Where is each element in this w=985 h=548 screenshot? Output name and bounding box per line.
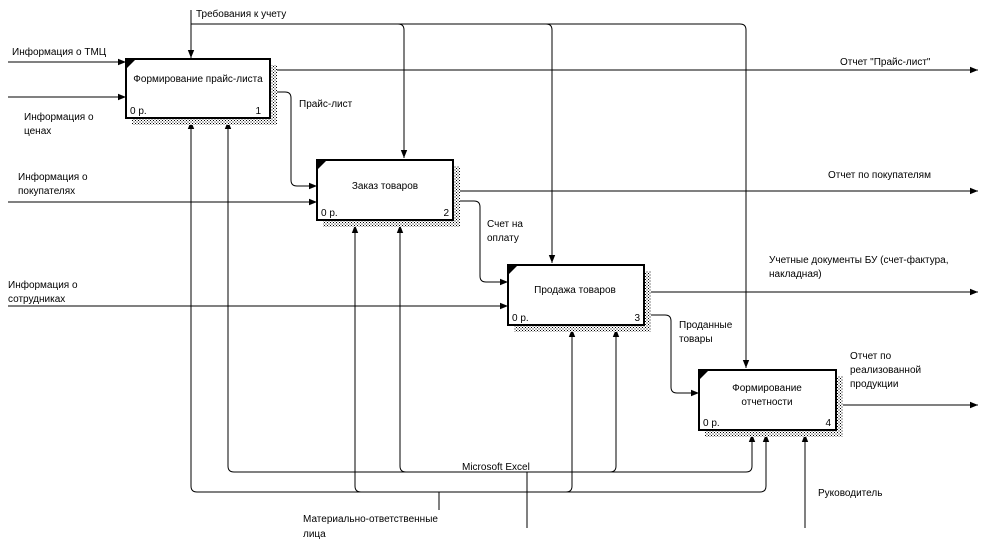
label-input-tmc: Информация о ТМЦ <box>12 46 107 58</box>
mechanism-excel-arrow-2 <box>396 225 407 473</box>
mechanism-excel-bus <box>234 434 756 473</box>
box-4-number: 4 <box>825 418 831 429</box>
label-control-accounting: Требования к учету <box>196 8 286 20</box>
activity-box-4[interactable]: Формирование отчетности 0 р. 4 <box>698 369 843 437</box>
box-3-title: Продажа товаров <box>534 285 616 296</box>
mechanism-excel-arrow-3 <box>609 329 620 473</box>
label-input-staff-2: сотрудниках <box>8 294 65 305</box>
label-output-sales-1: Отчет по <box>850 351 892 362</box>
box-4-title-line1: Формирование <box>732 383 802 394</box>
label-output-sales-2: реализованной <box>850 365 921 376</box>
label-flow-sold-2: товары <box>679 334 713 345</box>
activity-box-1[interactable]: Формирование прайс-листа 0 р. 1 <box>125 58 277 125</box>
flow-price-list-arrow <box>270 91 317 190</box>
label-output-buyers-report: Отчет по покупателям <box>828 170 931 181</box>
box-3-cost: 0 р. <box>512 313 529 324</box>
label-mechanism-responsible-2: лица <box>303 529 326 540</box>
mechanism-responsible-bus <box>197 434 770 493</box>
label-mechanism-responsible-1: Материально-ответственные <box>303 514 438 525</box>
box-4-title-line2: отчетности <box>741 397 792 408</box>
box-1-title: Формирование прайс-листа <box>133 74 263 85</box>
box-2-cost: 0 р. <box>321 208 338 219</box>
box-2-title: Заказ товаров <box>352 181 418 192</box>
control-accounting-bus <box>191 23 750 368</box>
mechanism-excel-arrow-1 <box>224 121 235 473</box>
label-flow-invoice-2: оплату <box>487 233 519 244</box>
flow-sold-arrow <box>644 314 699 397</box>
label-flow-price-list: Прайс-лист <box>299 99 353 110</box>
label-output-price-report: Отчет "Прайс-лист" <box>840 57 931 68</box>
control-accounting-arrow-3 <box>545 23 556 263</box>
box-4-cost: 0 р. <box>703 418 720 429</box>
label-input-prices-1: Информация о <box>24 111 94 123</box>
label-output-docs-1: Учетные документы БУ (счет-фактура, <box>769 254 949 266</box>
label-mechanism-excel: Microsoft Excel <box>462 462 530 473</box>
arrow-labels: Требования к учету Информация о ТМЦ Инфо… <box>8 8 949 540</box>
label-input-staff-1: Информация о <box>8 279 78 291</box>
arrows <box>8 10 978 528</box>
label-output-docs-2: накладная) <box>769 269 822 280</box>
activity-box-2[interactable]: Заказ товаров 0 р. 2 <box>316 159 460 227</box>
flow-invoice-arrow <box>453 200 508 286</box>
box-1-cost: 0 р. <box>130 106 147 117</box>
mechanism-responsible-arrow-2 <box>351 225 362 493</box>
label-input-buyers-2: покупателях <box>18 186 75 197</box>
activity-box-3[interactable]: Продажа товаров 0 р. 3 <box>507 264 651 332</box>
label-input-prices-2: ценах <box>24 126 51 137</box>
box-1-number: 1 <box>255 106 261 117</box>
label-input-buyers-1: Информация о <box>18 171 88 183</box>
mechanism-responsible-arrow-3 <box>565 329 576 493</box>
box-3-number: 3 <box>634 313 640 324</box>
label-flow-sold-1: Проданные <box>679 320 733 331</box>
label-output-sales-3: продукции <box>850 379 898 390</box>
label-mechanism-manager: Руководитель <box>818 488 882 499</box>
box-2-number: 2 <box>443 208 449 219</box>
control-accounting-arrow-2 <box>397 23 408 158</box>
label-flow-invoice-1: Счет на <box>487 219 523 230</box>
mechanism-responsible-arrow-1 <box>187 121 198 493</box>
